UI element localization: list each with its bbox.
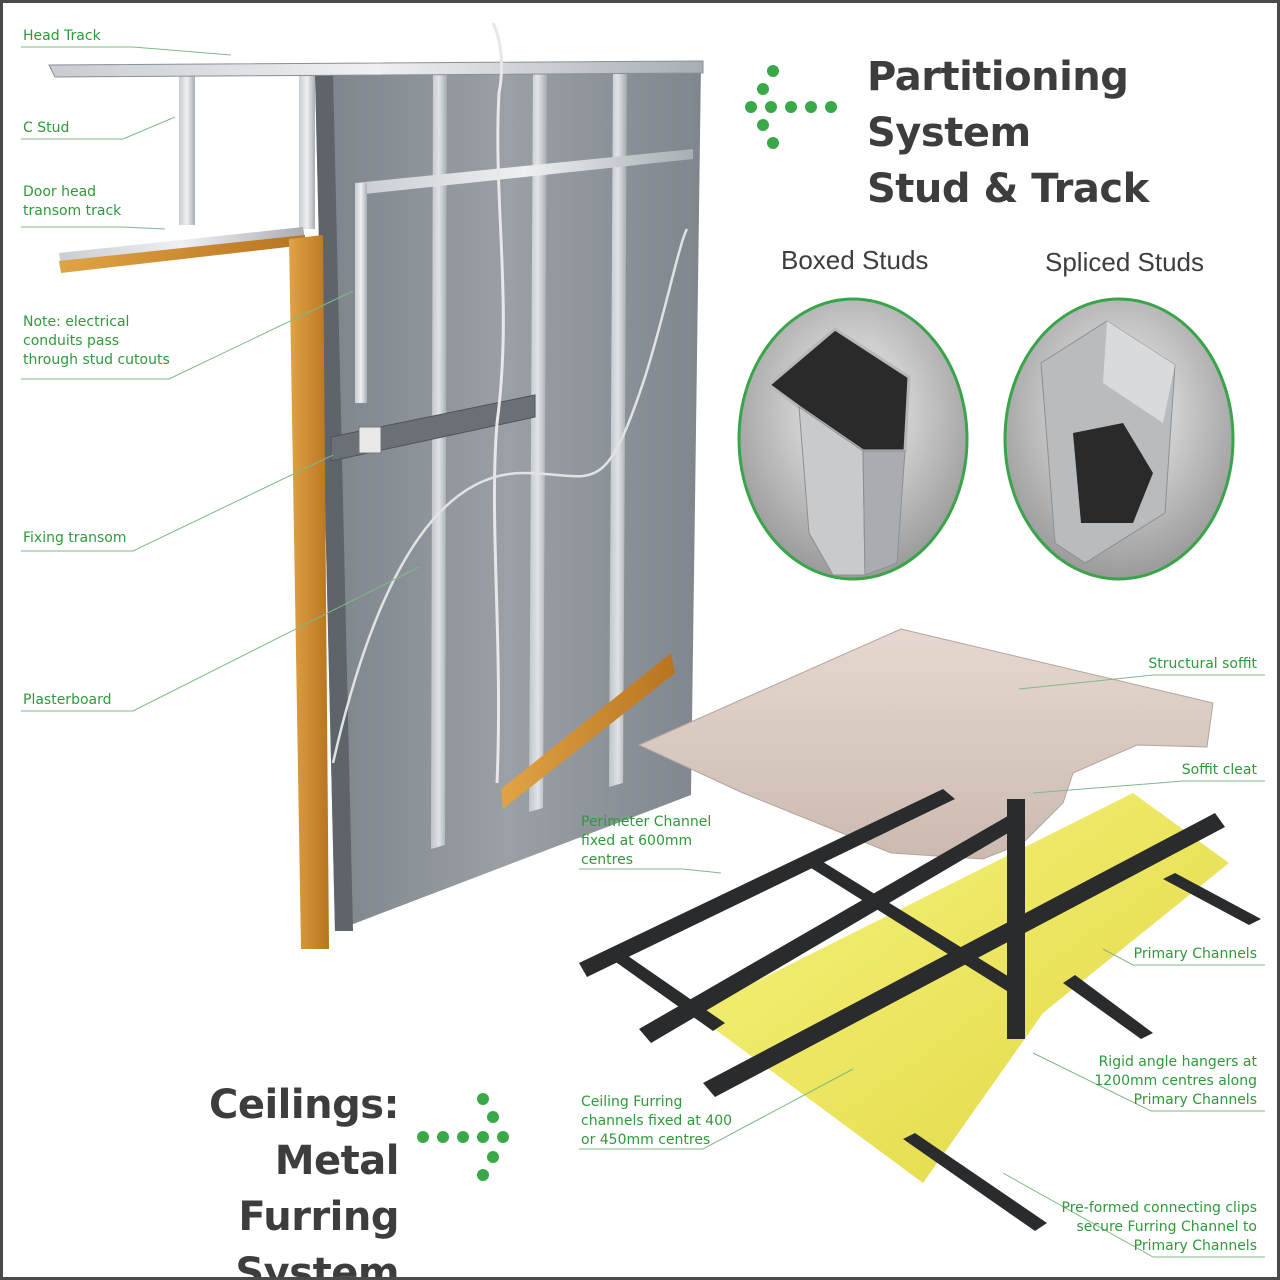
- door-head-timber: [59, 235, 305, 273]
- primary-channel: [603, 947, 725, 1031]
- primary-channel: [803, 857, 1019, 991]
- electrical-conduit: [491, 22, 505, 784]
- rigid-angle-hanger: [1007, 799, 1025, 1039]
- leader-line: [21, 226, 166, 230]
- spliced-studs-heading: Spliced Studs: [1045, 247, 1204, 277]
- spliced-stud-detail: [1003, 297, 1235, 581]
- label-primary-channels: Primary Channels: [1133, 946, 1257, 962]
- label-perimeter-channel: Perimeter Channel fixed at 600mm centres: [581, 814, 712, 868]
- leader-line: [1018, 674, 1265, 690]
- electrical-box: [358, 426, 382, 454]
- timber-base-plate: [501, 653, 675, 809]
- label-c-stud: C Stud: [23, 120, 70, 136]
- c-stud: [529, 69, 547, 812]
- leader-line: [579, 1068, 854, 1150]
- leader-line: [21, 116, 176, 140]
- leader-line: [1002, 1172, 1265, 1258]
- c-stud: [609, 67, 627, 787]
- boxed-studs-heading: Boxed Studs: [781, 245, 929, 275]
- primary-channel: [1163, 873, 1261, 925]
- label-connecting-clips: Pre-formed connecting clips secure Furri…: [1061, 1200, 1257, 1254]
- c-stud: [179, 73, 195, 225]
- c-stud: [431, 71, 447, 849]
- boxed-stud-face: [798, 405, 866, 576]
- boxed-stud-side: [862, 450, 906, 576]
- label-plasterboard: Plasterboard: [23, 692, 112, 708]
- perimeter-channel: [579, 789, 955, 977]
- leader-line: [21, 566, 420, 712]
- horizontal-track: [355, 149, 693, 195]
- label-ceiling-furring-channels: Ceiling Furring channels fixed at 400 or…: [581, 1094, 733, 1148]
- construction-illustration: [21, 22, 1265, 1258]
- partition-leader-lines: [21, 46, 420, 712]
- label-door-head-transom-track: Door head transom track: [23, 184, 122, 219]
- partition-wall: [48, 22, 704, 949]
- leader-line: [21, 290, 354, 380]
- label-fixing-transom: Fixing transom: [23, 530, 127, 546]
- label-rigid-angle-hangers: Rigid angle hangers at 1200mm centres al…: [1094, 1054, 1257, 1108]
- leader-line: [21, 454, 334, 552]
- label-structural-soffit: Structural soffit: [1148, 656, 1257, 672]
- ceiling-arrow-dots-icon: [417, 1093, 509, 1181]
- furring-channel: [639, 813, 1025, 1043]
- structural-soffit-slab: [637, 628, 1214, 860]
- leader-line: [1032, 780, 1265, 794]
- spliced-stud-cavity: [1073, 423, 1153, 523]
- timber-door-jamb: [289, 235, 329, 949]
- leader-line: [1032, 1052, 1265, 1112]
- primary-channel: [903, 1133, 1047, 1231]
- electrical-cable: [331, 228, 689, 764]
- partition-arrow-dots-icon: [745, 65, 837, 149]
- fixing-transom: [330, 394, 536, 462]
- leader-line: [579, 868, 722, 874]
- head-track: [48, 60, 704, 78]
- leader-line: [21, 46, 232, 56]
- ceiling-leader-lines: [579, 674, 1265, 1258]
- channels: [579, 789, 1261, 1231]
- label-soffit-cleat: Soffit cleat: [1181, 762, 1257, 778]
- c-studs: [179, 67, 627, 849]
- label-electrical-note: Note: electrical conduits pass through s…: [23, 314, 170, 368]
- ceiling-system: [579, 628, 1261, 1231]
- boxed-stud-detail: [737, 297, 969, 581]
- spliced-stud-top: [1103, 321, 1175, 423]
- partitioning-system-title: Partitioning System Stud & Track: [867, 54, 1149, 212]
- c-stud: [299, 71, 315, 229]
- vertical-track: [355, 183, 367, 403]
- leader-line: [1102, 948, 1265, 966]
- label-head-track: Head Track: [23, 28, 101, 44]
- primary-channel: [1063, 975, 1153, 1039]
- ceiling-system-title: Ceilings: Metal Furring System: [208, 1082, 400, 1280]
